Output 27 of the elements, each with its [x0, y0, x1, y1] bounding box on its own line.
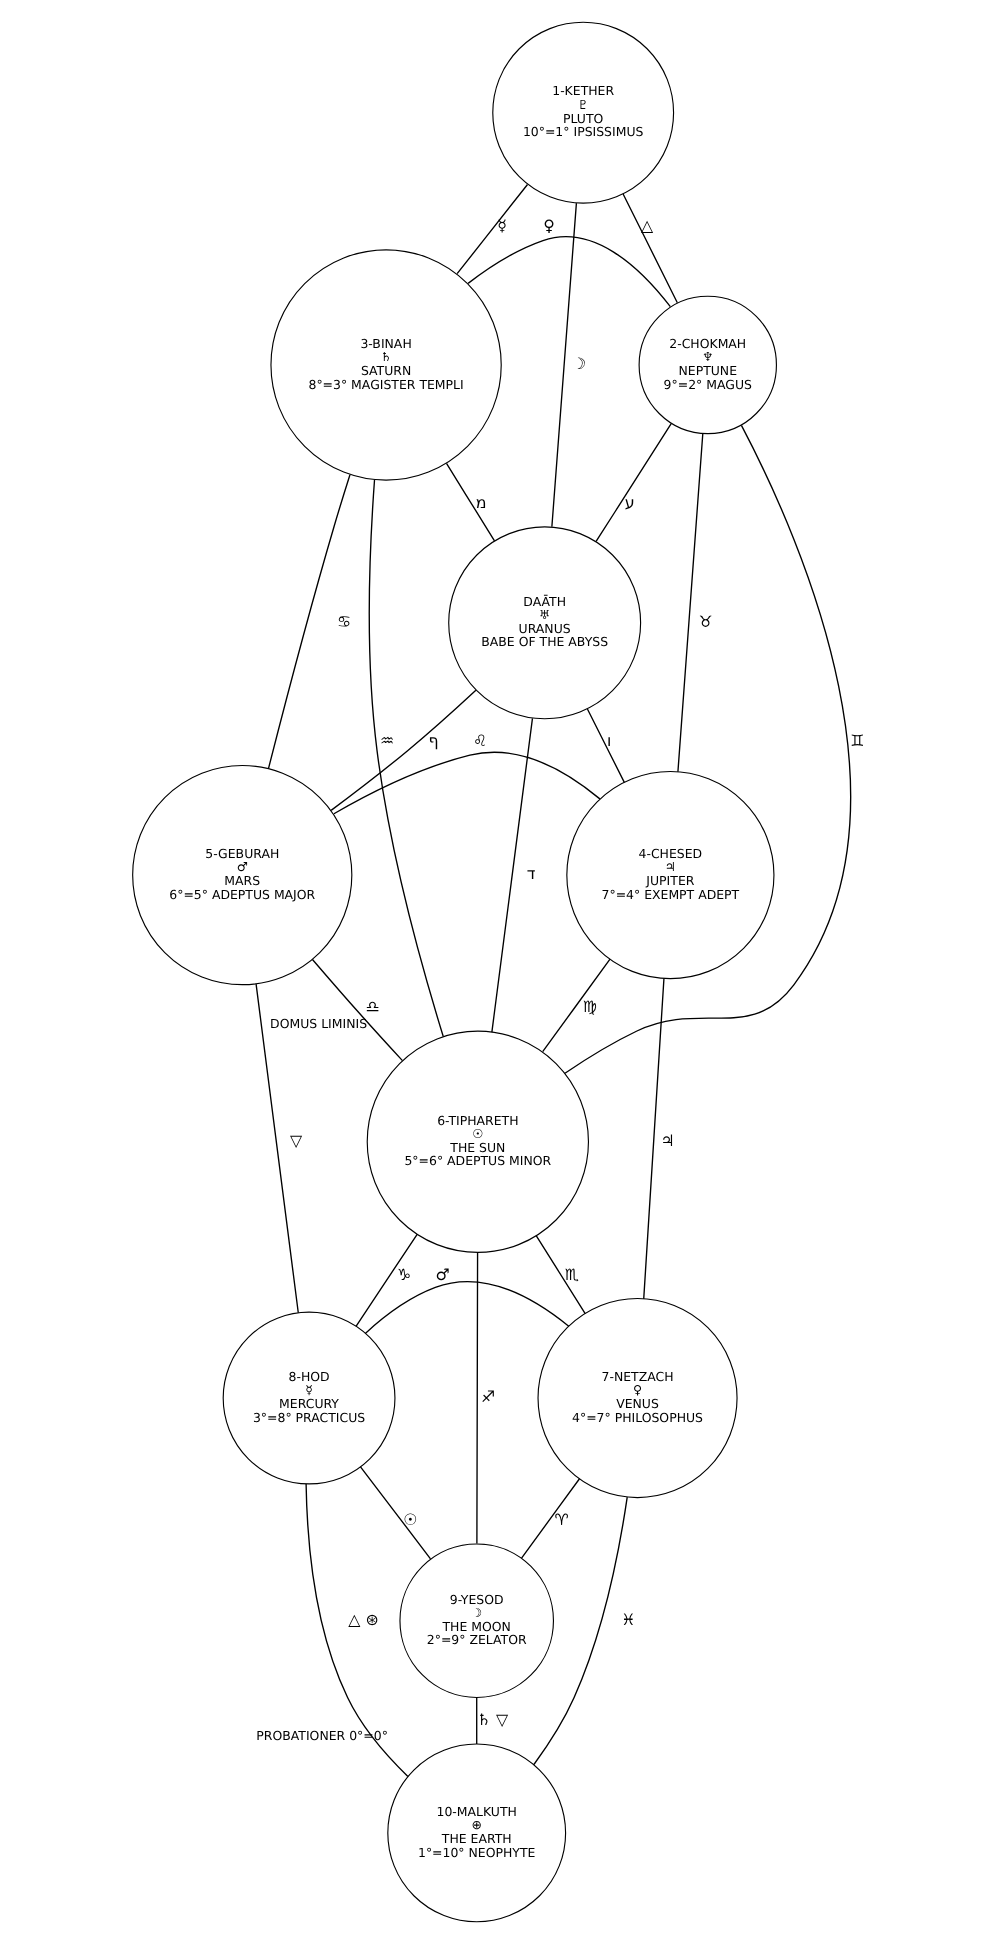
connector	[267, 474, 351, 769]
connector	[368, 479, 444, 1038]
connector	[355, 1233, 418, 1327]
connector	[595, 422, 672, 543]
connector	[467, 236, 671, 308]
connector	[551, 202, 578, 528]
connector	[476, 1696, 478, 1745]
connector	[476, 1251, 479, 1545]
connector	[533, 1496, 628, 1766]
connector	[311, 958, 404, 1062]
connector	[677, 433, 704, 773]
connector	[330, 689, 477, 812]
connector	[333, 751, 601, 815]
connector	[564, 424, 852, 1074]
connector	[364, 1281, 570, 1335]
connector	[520, 1478, 581, 1559]
connector	[586, 708, 625, 784]
connector	[445, 462, 496, 542]
connector	[622, 193, 678, 304]
connector	[491, 717, 534, 1033]
connector	[535, 1235, 586, 1315]
connector	[456, 183, 529, 275]
connector	[255, 983, 299, 1314]
connector	[305, 1483, 409, 1778]
connector	[542, 958, 611, 1053]
connector	[643, 977, 665, 1300]
connector	[359, 1466, 432, 1560]
